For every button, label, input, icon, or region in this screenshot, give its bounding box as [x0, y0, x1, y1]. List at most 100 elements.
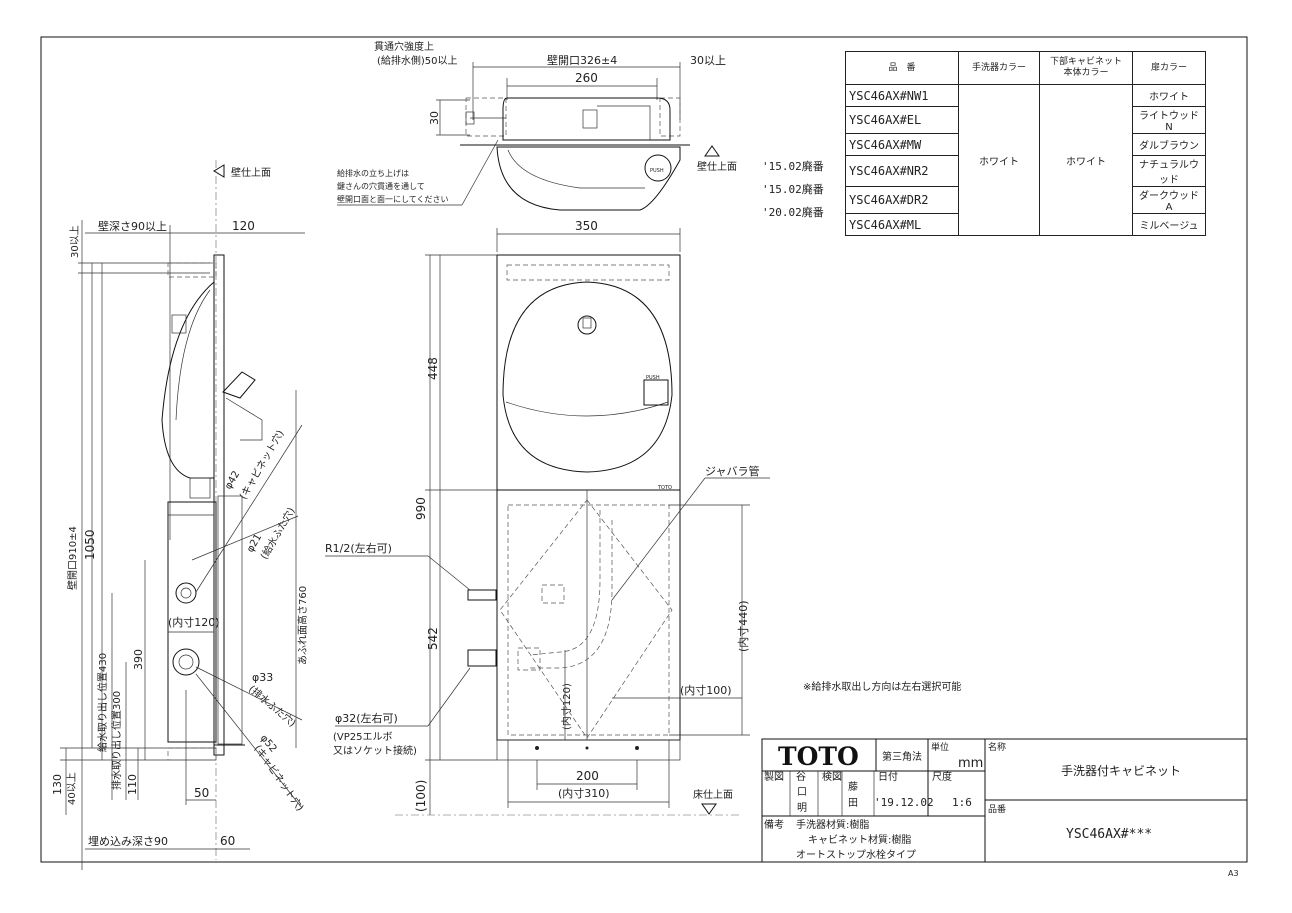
svg-text:床仕上面: 床仕上面 [693, 788, 733, 801]
svg-text:TOTO: TOTO [657, 485, 672, 491]
cabinet-color-cell: ホワイト [1039, 84, 1133, 236]
svg-text:YSC46AX#***: YSC46AX#*** [1066, 827, 1152, 842]
table-row-code: YSC46AX#ML [845, 213, 959, 236]
header-door-color: 扉カラー [1132, 51, 1206, 85]
svg-text:備考: 備考 [764, 818, 784, 831]
sheet-border [40, 36, 1248, 863]
svg-text:田: 田 [848, 798, 858, 809]
svg-text:990: 990 [414, 497, 428, 520]
svg-text:(キャビネット穴): (キャビネット穴) [236, 428, 286, 502]
svg-text:尺度: 尺度 [932, 770, 952, 783]
svg-text:(内寸120): (内寸120) [168, 615, 220, 629]
svg-text:φ33: φ33 [252, 671, 273, 684]
table-row-code: YSC46AX#NR2 [845, 155, 959, 187]
header-cabinet-color: 下部キャビネット 本体カラー [1039, 51, 1133, 85]
svg-text:50: 50 [194, 786, 209, 800]
svg-text:口: 口 [797, 787, 807, 798]
svg-text:又はソケット接続): 又はソケット接続) [333, 744, 417, 757]
direction-note: ※給排水取出し方向は左右選択可能 [803, 680, 961, 693]
svg-text:390: 390 [132, 649, 145, 670]
svg-text:260: 260 [575, 71, 598, 85]
svg-text:給水取り出し位置430: 給水取り出し位置430 [96, 653, 109, 752]
svg-text:(VP25エルボ: (VP25エルボ [333, 731, 393, 743]
svg-text:(100): (100) [414, 780, 428, 812]
table-row-code: YSC46AX#MW [845, 133, 959, 156]
svg-text:R1/2(左右可): R1/2(左右可) [325, 541, 392, 555]
table-row-door: ライトウッドN [1132, 106, 1206, 134]
svg-text:給排水の立ち上げは: 給排水の立ち上げは [337, 168, 409, 178]
svg-text:藤: 藤 [848, 781, 858, 793]
svg-text:30: 30 [428, 111, 441, 125]
svg-text:壁開口面と面一にしてください: 壁開口面と面一にしてください [337, 194, 449, 204]
table-row-code: YSC46AX#DR2 [845, 186, 959, 214]
svg-text:542: 542 [426, 627, 440, 650]
title-block: TOTO 第三角法 単位 mm 名称 手洗器付キャビネット 製図 谷 口 明 検… [761, 738, 1248, 863]
svg-text:(給水ふた穴): (給水ふた穴) [257, 505, 297, 562]
svg-text:排水取り出し位置300: 排水取り出し位置300 [110, 691, 123, 790]
svg-text:キャビネット材質:樹脂: キャビネット材質:樹脂 [808, 833, 911, 846]
svg-text:200: 200 [576, 769, 599, 783]
table-row-code: YSC46AX#EL [845, 106, 959, 134]
svg-text:検図: 検図 [822, 770, 842, 783]
svg-text:(内寸120): (内寸120) [560, 683, 573, 730]
svg-text:壁仕上面: 壁仕上面 [697, 160, 737, 173]
svg-text:(内寸100): (内寸100) [680, 683, 732, 697]
svg-text:品番: 品番 [988, 803, 1006, 815]
table-row-code: YSC46AX#NW1 [845, 84, 959, 107]
svg-text:谷: 谷 [796, 771, 806, 783]
svg-text:オートストップ水栓タイプ: オートストップ水栓タイプ [796, 848, 916, 861]
svg-text:あふれ面高さ760: あふれ面高さ760 [296, 586, 309, 665]
svg-text:PUSH: PUSH [650, 168, 664, 174]
svg-text:30以上: 30以上 [69, 225, 81, 258]
svg-text:1050: 1050 [83, 529, 97, 560]
svg-text:110: 110 [126, 774, 139, 795]
sheet-size: A3 [1228, 869, 1239, 878]
table-row-door: ダルブラウン [1132, 133, 1206, 156]
svg-text:448: 448 [426, 357, 440, 380]
svg-text:製図: 製図 [764, 770, 784, 783]
table-row-door: ミルベージュ [1132, 213, 1206, 236]
svg-text:単位: 単位 [931, 741, 949, 753]
svg-text:1:6: 1:6 [952, 796, 972, 809]
front-view: 350 PUSH TOTO 448 990 542 [325, 219, 770, 816]
svg-text:日付: 日付 [878, 770, 898, 783]
svg-text:壁開口910±4: 壁開口910±4 [66, 526, 79, 590]
svg-text:30以上: 30以上 [690, 54, 726, 67]
svg-text:40以上: 40以上 [66, 772, 78, 805]
svg-text:60: 60 [220, 834, 235, 848]
svg-text:mm: mm [958, 756, 983, 771]
svg-text:(排水ふた穴): (排水ふた穴) [246, 682, 299, 729]
svg-text:手洗器材質:樹脂: 手洗器材質:樹脂 [796, 818, 869, 831]
discontinued-note: '20.02廃番 [762, 206, 824, 219]
table-row-door: ナチュラルウッド [1132, 155, 1206, 187]
top-view: 貫通穴強度上 (給排水側)50以上 壁開口326±4 30以上 260 30 P… [337, 40, 737, 211]
svg-text:ジャバラ管: ジャバラ管 [705, 464, 759, 478]
svg-text:'19.12.02: '19.12.02 [874, 796, 934, 809]
side-view: 壁仕上面 壁深さ90以上 120 30以上 壁開口910±4 1050 φ42 [51, 160, 309, 870]
svg-text:名称: 名称 [988, 741, 1006, 753]
svg-text:壁深さ90以上: 壁深さ90以上 [98, 219, 167, 233]
header-basin-color: 手洗器カラー [958, 51, 1040, 85]
svg-text:(給排水側)50以上: (給排水側)50以上 [377, 54, 458, 67]
table-row-door: ホワイト [1132, 84, 1206, 107]
discontinued-note: '15.02廃番 [762, 160, 824, 173]
svg-text:120: 120 [232, 219, 255, 233]
svg-text:(内寸310): (内寸310) [558, 786, 610, 800]
svg-text:貫通穴強度上: 貫通穴強度上 [374, 40, 434, 53]
svg-text:壁開口326±4: 壁開口326±4 [547, 53, 617, 67]
basin-color-cell: ホワイト [958, 84, 1040, 236]
svg-text:(内寸440): (内寸440) [736, 600, 750, 652]
svg-text:130: 130 [51, 774, 64, 795]
discontinued-note: '15.02廃番 [762, 183, 824, 196]
svg-text:埋め込み深さ90: 埋め込み深さ90 [88, 835, 168, 848]
svg-text:手洗器付キャビネット: 手洗器付キャビネット [1061, 764, 1181, 778]
svg-text:(キャビネット穴): (キャビネット穴) [252, 742, 307, 813]
svg-text:壁仕上面: 壁仕上面 [231, 166, 271, 179]
table-row-door: ダークウッドA [1132, 186, 1206, 214]
svg-text:PUSH: PUSH [646, 375, 660, 381]
svg-text:第三角法: 第三角法 [882, 750, 922, 763]
spec-table: 品 番 手洗器カラー 下部キャビネット 本体カラー 扉カラー YSC46AX#N… [845, 51, 1206, 236]
svg-text:鍵さんの穴貫通を通して: 鍵さんの穴貫通を通して [337, 181, 425, 191]
svg-text:明: 明 [797, 802, 807, 814]
